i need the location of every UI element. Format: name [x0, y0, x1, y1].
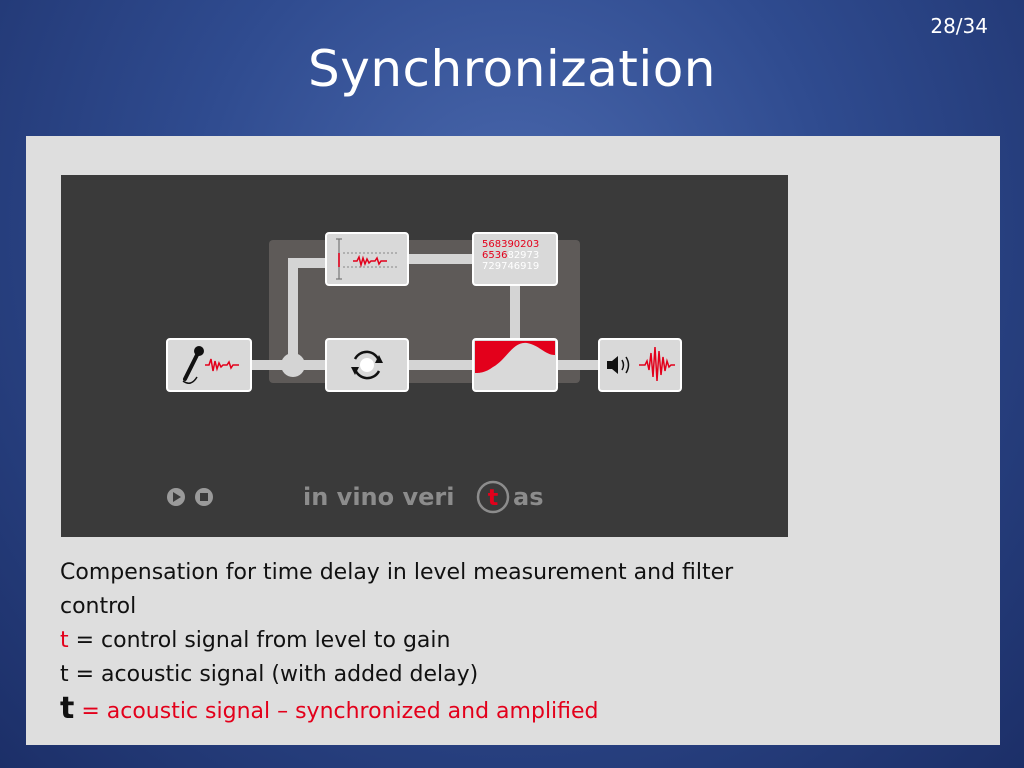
waveform-icon: [205, 358, 239, 372]
signal-flow-diagram: 568390203 653682973 729746919: [61, 175, 788, 537]
delayed-waveform-icon: [353, 254, 387, 268]
sync-box: [325, 338, 409, 392]
level-numbers-line1: 568390203: [482, 239, 539, 250]
slide-title: Synchronization: [308, 40, 716, 98]
diagram-svg: 568390203 653682973 729746919: [166, 232, 682, 514]
level-meter-box: 568390203 653682973 729746919: [472, 232, 558, 286]
brand-text-part2: as: [513, 483, 543, 511]
caption-line-2-text: = control signal from level to gain: [68, 628, 451, 653]
caption-line-3: t = acoustic signal (with added delay): [60, 662, 479, 687]
level-numbers-line3: 729746919: [482, 261, 539, 272]
brand-circle: [476, 480, 510, 514]
delay-box: [325, 232, 409, 286]
sync-icon: [351, 350, 383, 380]
caption-control-t: t: [60, 628, 69, 653]
filter-box: [472, 338, 558, 392]
microphone-box: [166, 338, 252, 392]
microphone-icon: [182, 346, 204, 384]
slide-number: 28/34: [930, 14, 988, 38]
play-button[interactable]: [167, 488, 185, 506]
brand-circle-letter: t: [488, 486, 499, 511]
brand-text-part1: in vino veri: [303, 483, 454, 511]
filter-curve-icon: [475, 341, 555, 373]
svg-text:653682973: 653682973: [482, 250, 539, 261]
content-panel: 568390203 653682973 729746919: [26, 136, 1000, 745]
output-waveform-icon: [639, 346, 675, 382]
level-numbers-line2-white: 82973: [507, 250, 539, 261]
stop-button[interactable]: [195, 488, 213, 506]
speaker-icon: [607, 356, 630, 374]
split-node: [281, 353, 305, 377]
caption-line-1: Compensation for time delay in level mea…: [60, 560, 734, 619]
caption-line-4-text: = acoustic signal – synchronized and amp…: [74, 699, 599, 724]
caption-line-2: t = control signal from level to gain: [60, 624, 800, 658]
level-numbers-line2-red: 6536: [482, 250, 507, 261]
control-path-up: [288, 258, 326, 365]
caption-line-4: t = acoustic signal – synchronized and a…: [60, 692, 800, 729]
caption-sync-t: t: [60, 691, 75, 726]
caption: Compensation for time delay in level mea…: [60, 556, 800, 729]
speaker-box: [598, 338, 682, 392]
